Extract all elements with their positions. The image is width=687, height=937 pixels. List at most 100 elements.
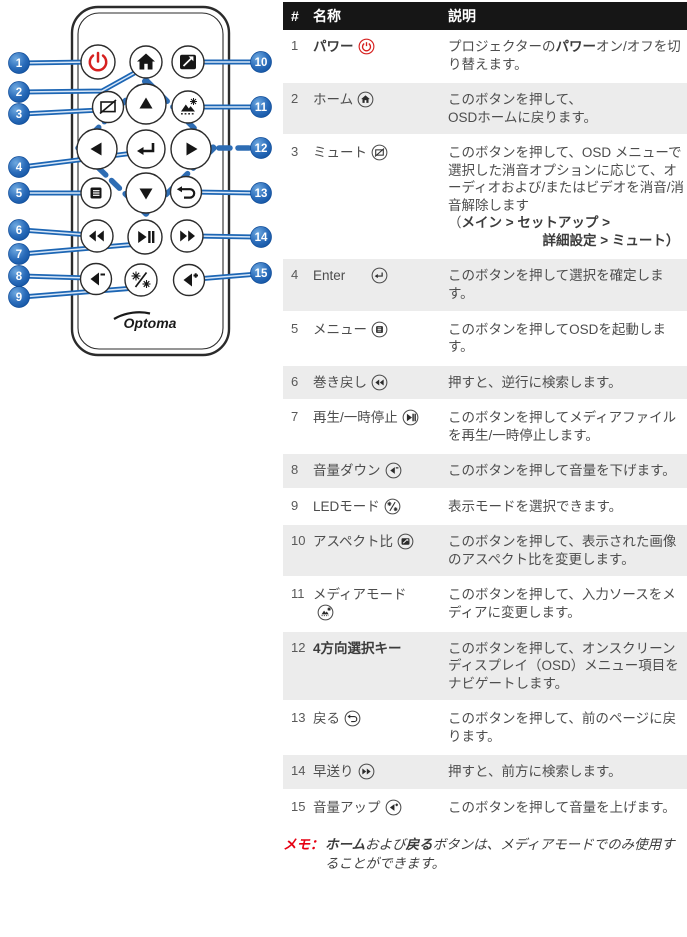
col-header-num: #	[291, 8, 299, 24]
button-name: 4方向選択キー	[313, 640, 402, 656]
callout-9: 9	[8, 286, 30, 308]
fast-forward-button	[170, 219, 204, 253]
aspect-ratio-icon	[397, 533, 414, 551]
note: メモ： ホームおよび戻るボタンは、メディアモードでのみ使用することができます。	[283, 836, 687, 872]
rewind-button	[80, 219, 114, 253]
row-number: 3	[291, 144, 299, 160]
button-name: メディアモード	[313, 586, 448, 621]
svg-text:8: 8	[16, 271, 23, 283]
svg-text:15: 15	[255, 268, 268, 280]
callout-3: 3	[8, 103, 30, 125]
button-description: このボタンを押して、オンスクリーンディスプレイ（OSD）メニュー項目をナビゲート…	[448, 640, 679, 691]
table-row: 3 ミュートこのボタンを押して、OSD メニューで選択した消音オプションに応じて、…	[283, 136, 687, 260]
callout-line-7	[21, 241, 139, 257]
volume-up-icon	[385, 799, 402, 817]
table-row: 5 メニューこのボタンを押してOSDを起動します。	[283, 313, 687, 366]
svg-text:2: 2	[16, 87, 22, 99]
svg-text:Optoma: Optoma	[124, 315, 177, 331]
callout-6: 6	[8, 219, 30, 241]
button-description: このボタンを押してOSDを起動します。	[448, 321, 666, 355]
svg-text:11: 11	[255, 102, 268, 114]
row-number: 15	[291, 798, 306, 814]
callout-7: 7	[8, 243, 30, 265]
callout-8: 8	[8, 265, 30, 287]
row-number: 4	[291, 267, 299, 283]
remote-control-diagram: Optoma 1 2 3 4 5 6 7 8 9 10 11 12 13 14 …	[8, 5, 272, 357]
svg-text:10: 10	[255, 57, 268, 69]
button-name: アスペクト比	[313, 533, 448, 551]
button-description: このボタンを押して選択を確定します。	[448, 268, 664, 302]
col-header-desc: 説明	[448, 8, 476, 24]
button-description: このボタンを押して音量を上げます。	[448, 799, 676, 815]
button-name: メニュー	[313, 321, 448, 339]
col-header-name: 名称	[313, 8, 341, 24]
enter-button	[126, 129, 166, 169]
row-number: 2	[291, 91, 299, 107]
table-row: 11 メディアモードこのボタンを押して、入力ソースをメディアに変更します。	[283, 578, 687, 632]
row-number: 14	[291, 763, 306, 779]
button-description: このボタンを押して、入力ソースをメディアに変更します。	[448, 587, 676, 621]
note-label: メモ：	[283, 837, 324, 853]
table-row: 2 ホームこのボタンを押して、 OSDホームに戻ります。	[283, 83, 687, 137]
button-name: LEDモード	[313, 498, 448, 516]
svg-text:7: 7	[16, 249, 22, 261]
svg-text:13: 13	[255, 188, 268, 200]
callout-line-14	[195, 233, 259, 240]
row-number: 7	[291, 409, 299, 425]
svg-text:14: 14	[255, 232, 268, 244]
menu-button	[80, 177, 112, 209]
callout-1: 1	[8, 52, 30, 74]
button-name: ミュート	[313, 144, 448, 162]
play-pause-icon	[402, 409, 419, 427]
callout-11: 11	[250, 96, 272, 118]
mute-icon	[371, 144, 388, 162]
button-name: 戻る	[313, 710, 448, 728]
optoma-logo: Optoma	[113, 311, 177, 331]
table-header: # 名称 説明	[283, 2, 687, 30]
callout-13: 13	[250, 182, 272, 204]
button-description: このボタンを押して、OSD メニューで選択した消音オプションに応じて、オーディオ…	[448, 145, 685, 248]
home-button	[129, 45, 163, 79]
fast-forward-icon	[358, 763, 375, 781]
callout-line-1	[21, 59, 91, 66]
callout-14: 14	[250, 226, 272, 248]
enter-icon	[371, 267, 388, 285]
svg-text:3: 3	[16, 109, 22, 121]
row-number: 11	[291, 586, 305, 602]
callout-line-6	[21, 227, 91, 238]
row-number: 13	[291, 710, 306, 726]
row-number: 10	[291, 533, 306, 549]
power-icon	[358, 38, 375, 56]
row-number: 6	[291, 373, 299, 389]
volume-up-button	[172, 263, 206, 297]
dpad-highlight	[75, 77, 253, 217]
button-description: 押すと、前方に検索します。	[448, 764, 622, 780]
callout-line-2	[21, 68, 140, 95]
back-button	[169, 175, 203, 209]
volume-down-icon	[385, 462, 402, 480]
svg-text:6: 6	[16, 225, 22, 237]
led-mode-icon	[384, 498, 401, 516]
home-icon	[357, 91, 374, 109]
button-description: プロジェクターのパワーオン/オフを切り替えます。	[448, 39, 681, 72]
play-pause-button	[127, 219, 163, 255]
note-text: ホームおよび戻るボタンは、メディアモードでのみ使用することができます。	[325, 837, 675, 871]
right-button	[170, 128, 212, 170]
button-description: このボタンを押して、 OSDホームに戻ります。	[448, 92, 597, 125]
button-name: ホーム	[313, 91, 448, 109]
callout-line-8	[21, 273, 89, 281]
row-number: 5	[291, 320, 299, 336]
button-description: 表示モードを選択できます。	[448, 498, 623, 514]
button-description: このボタンを押して、表示された画像のアスペクト比を変更します。	[448, 534, 677, 567]
button-name: 再生/一時停止	[313, 409, 448, 427]
button-name: 巻き戻し	[313, 374, 448, 392]
